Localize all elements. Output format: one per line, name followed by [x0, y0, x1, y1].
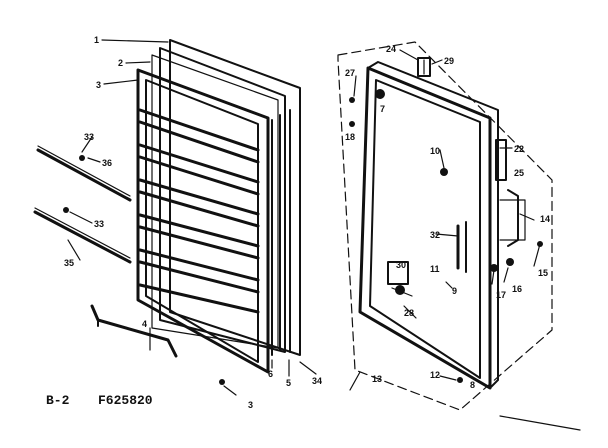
- part-label: 33: [94, 219, 104, 229]
- shelf-rail-upper: [36, 145, 132, 202]
- part-label: 24: [386, 44, 396, 54]
- part-label: 6: [268, 369, 273, 379]
- part-label: 35: [64, 258, 74, 268]
- latch-assembly: [499, 189, 526, 247]
- part-label: 5: [286, 378, 291, 388]
- part-label: 18: [345, 132, 355, 142]
- drawing-code: F625820: [98, 393, 153, 408]
- hinge-pin: [349, 89, 385, 127]
- part-label: 22: [514, 144, 524, 154]
- section-caption: B-2: [46, 393, 70, 408]
- shelf-rail-lower: [33, 207, 132, 264]
- part-label: 27: [345, 68, 355, 78]
- part-label: 15: [538, 268, 548, 278]
- part-label: 13: [372, 374, 382, 384]
- part-label: 3: [248, 400, 253, 410]
- leader-lines: [67, 39, 581, 431]
- part-label: 3: [96, 80, 101, 90]
- part-label: 17: [496, 290, 506, 300]
- part-label: 12: [430, 370, 440, 380]
- outer-door-panel: [337, 41, 553, 411]
- part-label: 29: [444, 56, 454, 66]
- part-label: 4: [142, 319, 147, 329]
- part-label: 8: [470, 380, 475, 390]
- part-label: 28: [404, 308, 414, 318]
- part-label: 33: [84, 132, 94, 142]
- part-label: 25: [514, 168, 524, 178]
- part-label: 1: [94, 35, 99, 45]
- part-label: 16: [512, 284, 522, 294]
- part-label: 36: [102, 158, 112, 168]
- part-label: 32: [430, 230, 440, 240]
- inner-door-liner: [136, 39, 301, 374]
- part-label: 2: [118, 58, 123, 68]
- door-bracket: [90, 304, 178, 358]
- hinge-top: [417, 57, 431, 77]
- part-label: 10: [430, 146, 440, 156]
- part-labels: 1 2 3 33 36 33 35 4 6 5 34 3 24 29 27 7 …: [64, 35, 550, 410]
- hinge-side: [495, 139, 507, 181]
- part-label: 14: [540, 214, 550, 224]
- part-label: 30: [396, 260, 406, 270]
- part-label: 9: [452, 286, 457, 296]
- part-label: 11: [430, 264, 440, 274]
- part-label: 34: [312, 376, 322, 386]
- part-label: 7: [380, 104, 385, 114]
- screw-bottom: [219, 379, 225, 385]
